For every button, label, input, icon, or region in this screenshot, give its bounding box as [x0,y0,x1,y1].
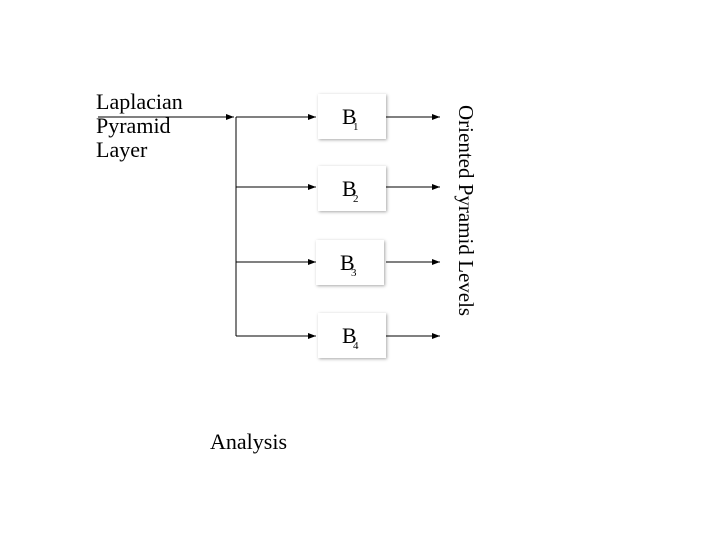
filter-letter: B [342,176,357,201]
input-label-line-1: Laplacian [96,89,183,114]
output-label: Oriented Pyramid Levels [454,105,478,317]
filter-subscript: 1 [353,121,359,133]
filter-letter: B [342,323,357,348]
input-label: Laplacian Pyramid Layer [96,90,183,162]
filter-letter: B [342,104,357,129]
filter-box-b4: B 4 [318,313,386,358]
input-label-line-3: Layer [96,137,148,162]
filter-subscript: 3 [351,267,357,279]
filter-subscript: 4 [353,340,359,352]
filter-box-b2: B 2 [318,166,386,211]
filter-box-b1: B 1 [318,94,386,139]
input-label-line-2: Pyramid [96,113,171,138]
filter-subscript: 2 [353,193,359,205]
diagram-caption: Analysis [210,429,287,454]
filter-box-b3: B 3 [316,240,384,285]
filter-letter: B [340,250,355,275]
